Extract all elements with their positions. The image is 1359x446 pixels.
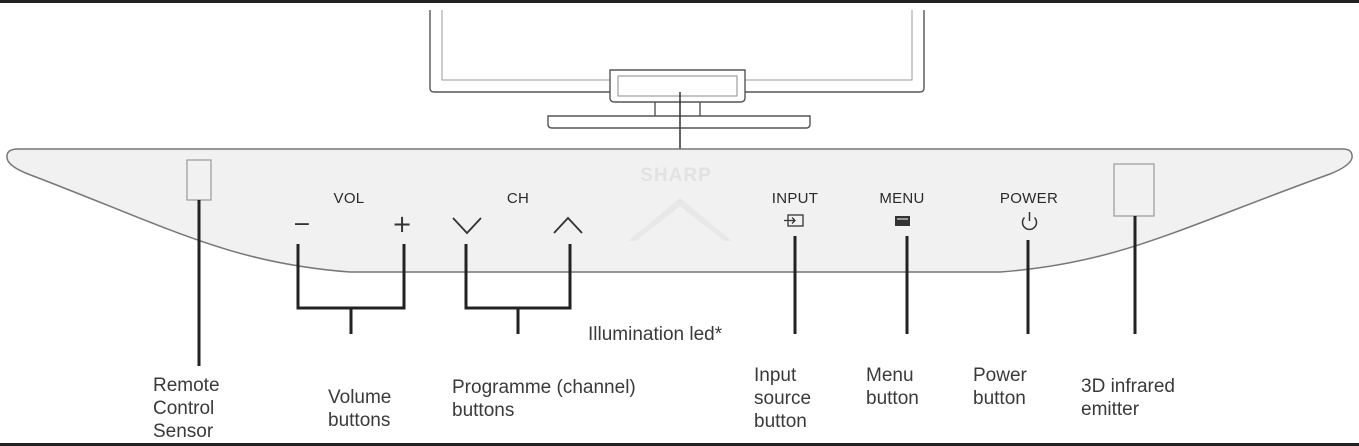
power-icon [1021,212,1038,231]
power-label: POWER [1000,190,1058,207]
vol-plus-button[interactable]: + [392,210,412,238]
menu-button[interactable] [895,216,910,226]
vol-label: VOL [334,190,365,207]
menu-icon [895,216,910,226]
chevron-down-icon [452,217,482,235]
tv-stand-base [547,115,811,129]
tv-illustration [429,10,925,129]
tv-stand-column [654,102,701,116]
chevron-up-icon [553,216,583,234]
callout-input: Input source button [754,365,812,432]
channel-down-button[interactable] [452,217,482,235]
channel-up-button[interactable] [553,216,583,234]
leader-lines [197,200,1137,366]
leader-programme-bracket [464,244,572,334]
callout-remote-sensor: Remote Control Sensor [153,375,220,442]
vol-minus-button[interactable]: − [293,212,311,237]
callout-menu: Menu button [866,365,919,409]
control-panel-bar [6,148,1353,273]
callout-power: Power button [973,365,1027,409]
illumination-led-chevron [628,198,732,241]
input-label: INPUT [772,190,819,207]
menu-label: MENU [879,190,924,207]
tv-stand-neck [609,69,746,103]
callout-illumination: Illumination led* [588,324,723,345]
ch-label: CH [507,190,529,207]
callout-infrared: 3D infrared emitter [1081,376,1175,420]
callout-programme: Programme (channel) buttons [452,377,636,421]
power-button[interactable] [1021,212,1038,231]
callout-volume: Volume buttons [328,387,392,431]
input-button[interactable] [784,214,804,227]
input-source-icon [784,214,804,227]
leader-volume-bracket [296,244,406,334]
tv-stand-inner [617,75,738,97]
brand-logo: SHARP [640,165,712,186]
